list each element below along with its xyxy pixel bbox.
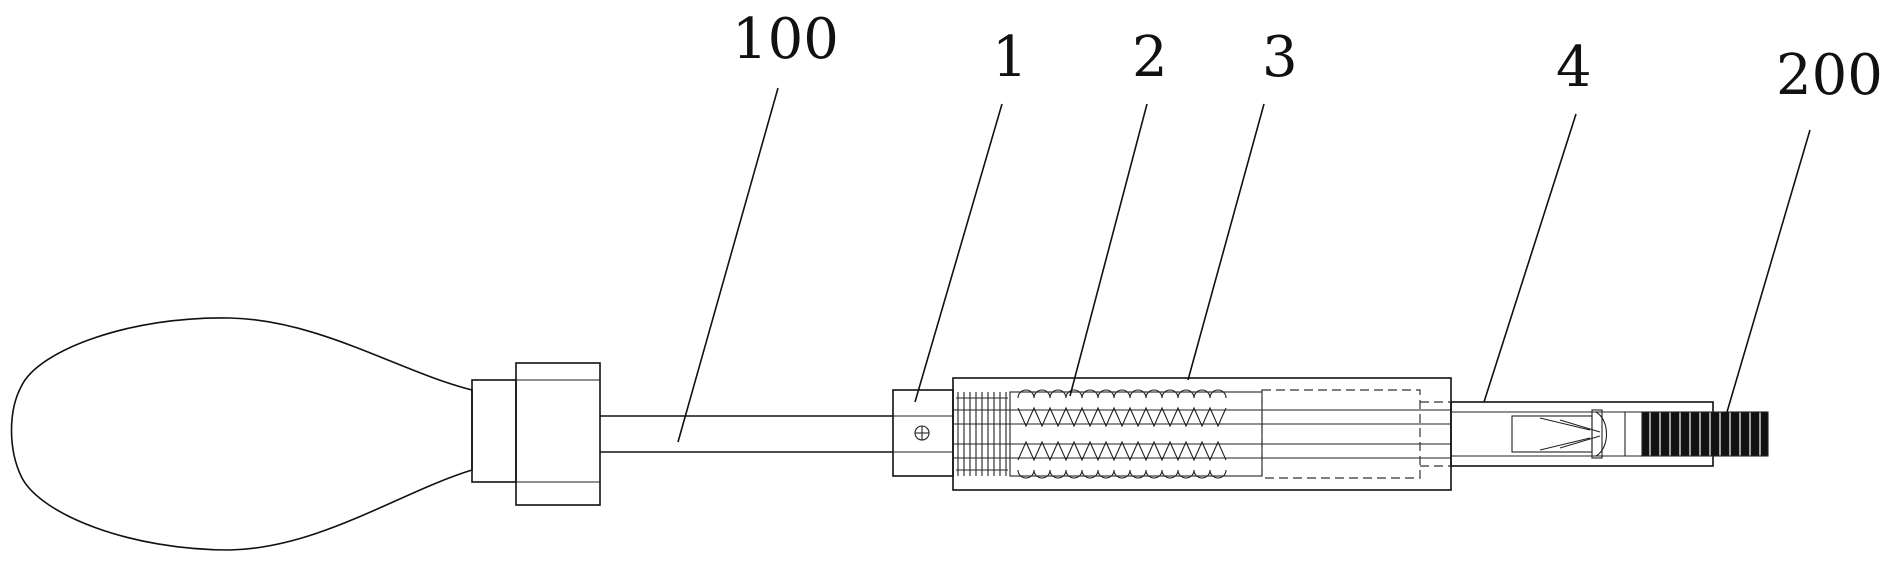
bit-outline <box>1641 411 1769 457</box>
spring-bottom <box>1017 440 1227 479</box>
leader-2 <box>1069 103 1148 397</box>
leader-3 <box>1187 103 1265 381</box>
leader-1 <box>914 103 1003 403</box>
collet-taper <box>1539 411 1608 457</box>
spring-chamber <box>1009 391 1263 477</box>
housing-body <box>952 377 1452 491</box>
spring-zigzag-top <box>1017 406 1227 428</box>
leader-lines <box>677 87 1811 443</box>
bit-thread-highlights <box>1649 412 1761 456</box>
bit-body <box>1642 412 1768 456</box>
collet-jaw <box>1591 409 1603 459</box>
hidden-sleeve <box>1261 389 1421 479</box>
handle-collar-inner <box>471 379 517 483</box>
thread-coil <box>957 392 1007 476</box>
label-100: 100 <box>732 7 839 72</box>
handle-collar-outer <box>515 362 601 506</box>
bit <box>1641 411 1769 457</box>
outer-housing <box>952 377 1452 491</box>
leader-4 <box>1483 113 1577 403</box>
thread-windings <box>956 392 1008 476</box>
label-4: 4 <box>1556 35 1592 100</box>
label-3: 3 <box>1262 25 1298 90</box>
handle <box>10 317 601 551</box>
leader-200 <box>1726 129 1811 413</box>
label-200: 200 <box>1776 43 1883 108</box>
spring-coil-bottom <box>1017 469 1227 479</box>
thread-coil-hatch <box>956 397 1008 471</box>
handle-grip <box>10 317 473 551</box>
spring-coil-top <box>1017 389 1227 399</box>
leader-100 <box>677 87 779 443</box>
spring-top <box>1017 389 1227 428</box>
reference-labels: 100 1 2 3 4 200 <box>732 7 1883 108</box>
label-1: 1 <box>992 25 1028 90</box>
shaft <box>600 415 893 453</box>
spring-zigzag-bottom <box>1017 440 1227 462</box>
connector-block <box>892 389 954 477</box>
label-2: 2 <box>1132 25 1168 90</box>
